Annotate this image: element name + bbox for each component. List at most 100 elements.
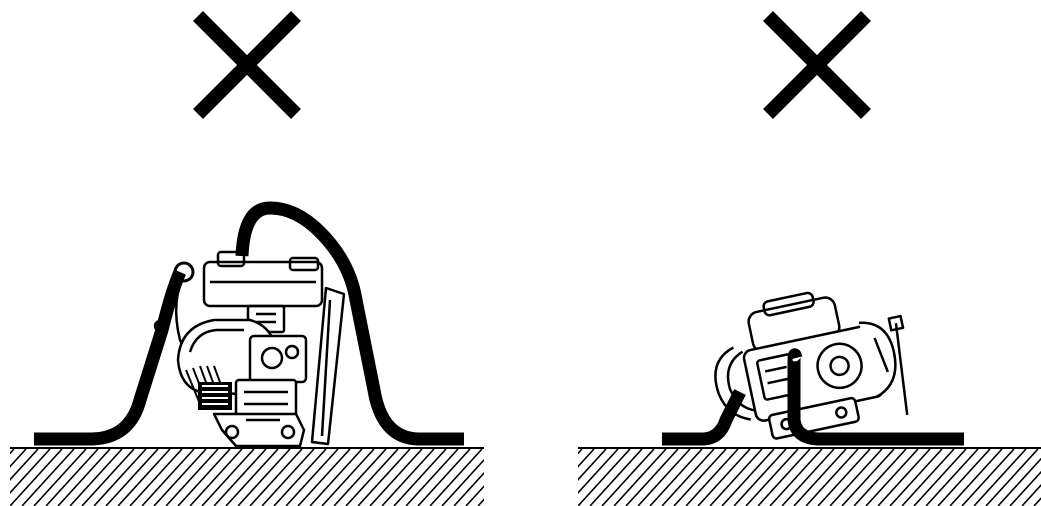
hatch-line <box>393 449 447 506</box>
hatch-line <box>153 449 207 506</box>
hatch-line <box>949 449 1003 506</box>
hatch-line <box>10 449 63 506</box>
hatch-line <box>81 449 135 506</box>
hatch-line <box>997 457 1041 506</box>
hatch-line <box>514 449 566 506</box>
hatch-line <box>10 449 27 468</box>
hatch-line <box>453 471 484 506</box>
hatch-line <box>649 449 703 506</box>
hatch-line <box>578 449 619 495</box>
hatch-line <box>429 449 483 506</box>
hatch-line <box>805 449 859 506</box>
hose-icon <box>34 201 464 446</box>
hatch-line <box>502 449 554 506</box>
hatch-line <box>745 449 799 506</box>
hatch-line <box>237 449 291 506</box>
hatch-line <box>578 449 607 481</box>
hatch-line <box>625 449 679 506</box>
hatch-line <box>853 449 907 506</box>
hatch-line <box>477 498 484 506</box>
hatch-line <box>518 449 570 506</box>
hatch-line <box>490 449 542 506</box>
hatch-line <box>201 449 255 506</box>
right-panel <box>518 11 1041 506</box>
hatch-line <box>685 449 739 506</box>
hatch-line <box>973 449 1027 506</box>
hatch-line <box>441 458 484 506</box>
hatch-line <box>793 449 847 506</box>
pump-engine-icon <box>153 250 346 448</box>
hatch-line <box>69 449 123 506</box>
ground-hatch-icon <box>0 447 590 506</box>
hatch-line <box>0 449 2 506</box>
hatch-line <box>165 449 219 506</box>
hatch-line <box>369 449 423 506</box>
hatch-line <box>417 449 471 506</box>
hatch-line <box>841 449 895 506</box>
hatch-line <box>769 449 823 506</box>
hatch-line <box>673 449 727 506</box>
cross-mark-icon <box>763 11 871 119</box>
hatch-line <box>589 449 643 506</box>
hatch-line <box>249 449 303 506</box>
hatch-line <box>33 449 87 506</box>
hatch-line <box>721 449 775 506</box>
hatch-line <box>578 449 583 455</box>
hatch-line <box>613 449 667 506</box>
hatch-line <box>225 449 279 506</box>
hatch-line <box>141 449 195 506</box>
hatch-line <box>21 449 75 506</box>
hose-icon <box>662 348 964 446</box>
hatch-line <box>45 449 99 506</box>
hatch-line <box>578 449 631 506</box>
hatch-line <box>925 449 979 506</box>
hatch-line <box>817 449 871 506</box>
hatch-line <box>526 449 578 506</box>
hatch-line <box>637 449 691 506</box>
hatch-line <box>865 449 919 506</box>
hatch-line <box>829 449 883 506</box>
hatch-line <box>877 449 931 506</box>
hatch-line <box>661 449 715 506</box>
hatch-line <box>405 449 459 506</box>
hatch-line <box>129 449 183 506</box>
hatch-line <box>937 449 991 506</box>
hatch-line <box>177 449 231 506</box>
hatch-line <box>381 449 435 506</box>
cross-mark-icon <box>193 11 301 119</box>
hatch-line <box>285 449 339 506</box>
hatch-line <box>333 449 387 506</box>
hatch-line <box>757 449 811 506</box>
hatch-line <box>465 485 484 506</box>
hatch-line <box>357 449 411 506</box>
hatch-line <box>913 449 967 506</box>
hatch-line <box>781 449 835 506</box>
hatch-line <box>697 449 751 506</box>
hatch-line <box>961 449 1015 506</box>
hatch-line <box>213 449 267 506</box>
hatch-line <box>538 449 590 506</box>
hatch-line <box>297 449 351 506</box>
hatch-line <box>10 449 51 495</box>
hatch-line <box>117 449 171 506</box>
hatch-line <box>709 449 763 506</box>
left-panel <box>0 11 590 506</box>
hatch-line <box>189 449 243 506</box>
hatch-line <box>345 449 399 506</box>
ground-hatch-icon <box>518 447 1041 506</box>
hatch-line <box>10 449 39 481</box>
hatch-line <box>578 449 595 468</box>
hatch-line <box>985 449 1039 506</box>
hatch-line <box>309 449 363 506</box>
hatch-line <box>93 449 147 506</box>
hatch-line <box>601 449 655 506</box>
hatch-line <box>261 449 315 506</box>
hatch-line <box>889 449 943 506</box>
hatch-line <box>321 449 375 506</box>
hatch-line <box>273 449 327 506</box>
pump-engine-icon <box>714 291 909 440</box>
hatch-line <box>1021 483 1041 506</box>
hatch-line <box>1009 470 1041 506</box>
